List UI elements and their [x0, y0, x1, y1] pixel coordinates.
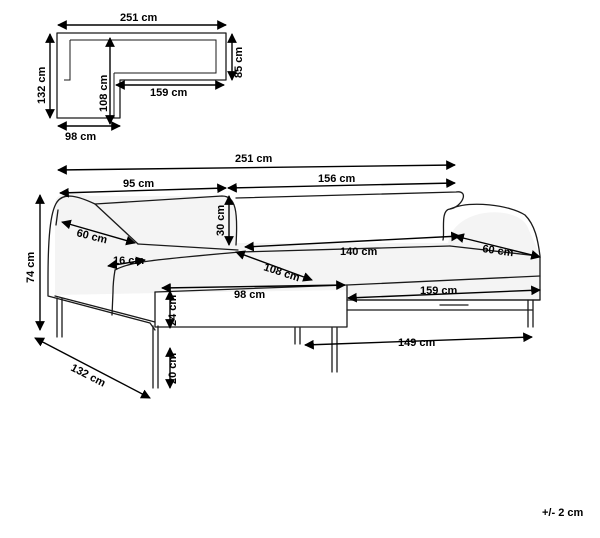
armrest-depth-right-label: 60 cm [482, 243, 515, 259]
backrest-height-label: 30 cm [215, 205, 227, 236]
leg-back-left [56, 297, 63, 338]
lower-length-dimension [347, 285, 541, 303]
plan-view: 251 cm 85 cm 132 cm 108 cm 159 cm 98 cm [36, 12, 245, 143]
total-length-dimension [57, 160, 456, 175]
plan-inner-depth-label: 108 cm [98, 74, 110, 112]
leg-back-mid [294, 327, 301, 345]
chaise-seat-depth-dimension [235, 250, 313, 282]
chaise-section-dimension [59, 183, 227, 198]
sofa-perspective-view: 251 cm 95 cm 156 cm 30 cm 60 cm 16 cm 14… [25, 153, 541, 399]
chaise-front-edge [154, 285, 348, 328]
armrest-width-dimension [107, 256, 146, 270]
seat-height-label: 24 cm [167, 295, 179, 326]
total-length-label: 251 cm [235, 153, 273, 165]
plan-depth-left-label: 132 cm [36, 66, 48, 104]
plan-width-label: 251 cm [120, 12, 158, 24]
seat-front-top [346, 275, 541, 286]
lower-length-label: 159 cm [420, 285, 458, 297]
plan-outline [56, 32, 227, 119]
armrest-depth-left-dimension [61, 219, 136, 246]
chaise-seat-width-label: 98 cm [234, 289, 265, 301]
total-height-label: 74 cm [25, 252, 37, 283]
left-armrest [47, 201, 156, 331]
leg-front-left [152, 325, 159, 389]
armrest-width-label: 16 cm [113, 255, 144, 267]
sofa-section-dimension [227, 178, 456, 193]
leg-span-dimension [304, 332, 533, 350]
chaise-section-label: 95 cm [123, 178, 154, 190]
under-rail [346, 304, 533, 311]
leg-span-label: 149 cm [398, 337, 436, 349]
seat-length-dimension [244, 231, 461, 252]
plan-inner-length-label: 159 cm [150, 87, 188, 99]
seat-length-label: 140 cm [340, 246, 378, 258]
plan-depth-right-label: 85 cm [233, 47, 245, 78]
total-depth-dimension [34, 337, 151, 399]
chaise-seat-width-dimension [161, 280, 346, 293]
leg-front-mid [331, 327, 338, 373]
plan-inner-back [70, 39, 217, 74]
sofa-section-label: 156 cm [318, 173, 356, 185]
plan-chaise-width-label: 98 cm [65, 131, 96, 143]
base-rail [54, 295, 156, 323]
leg-height-label: 20 cm [167, 353, 179, 384]
leg-back-right [527, 299, 534, 328]
tolerance-note: +/- 2 cm [542, 507, 583, 519]
left-armrest-inner [137, 243, 239, 251]
armrest-depth-right-dimension [454, 233, 541, 260]
back-cushion [235, 191, 465, 241]
chaise-seat-left [111, 269, 116, 316]
